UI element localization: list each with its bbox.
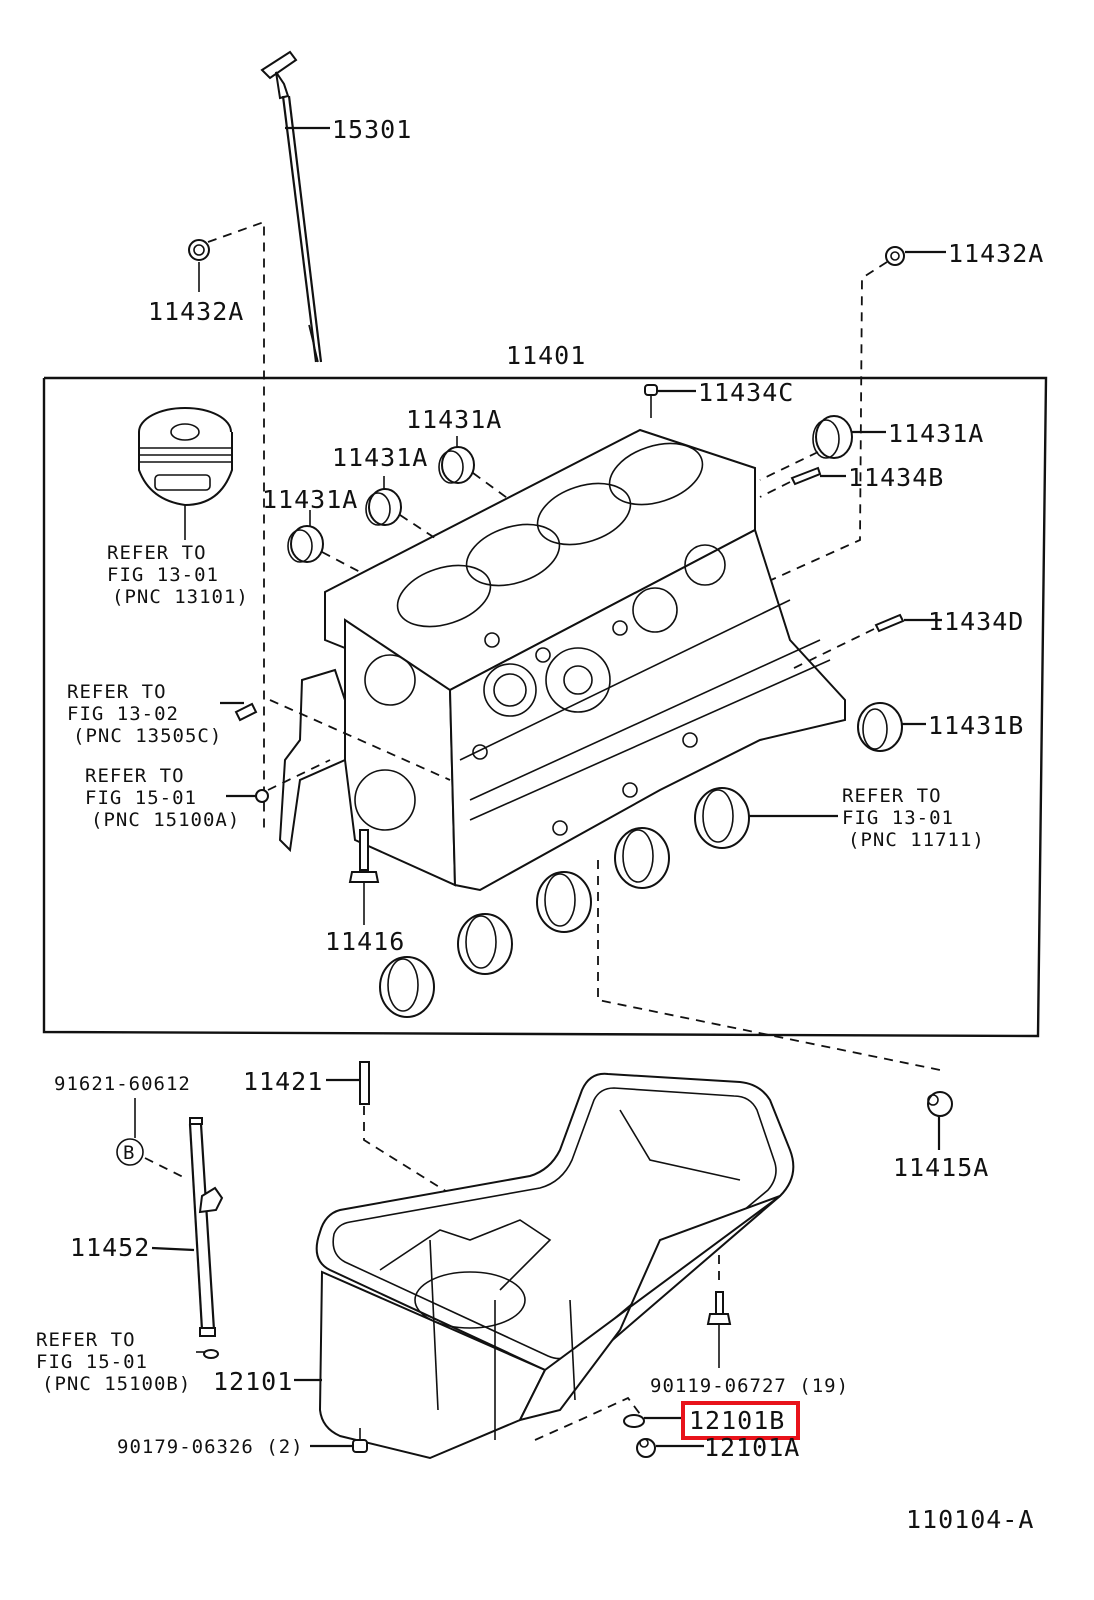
label-11421[interactable]: 11421 — [243, 1067, 323, 1096]
label-11431b[interactable]: 11431B — [928, 711, 1024, 740]
bolt-90119-06727[interactable] — [706, 1291, 732, 1325]
cylinder-block-group-frame — [42, 376, 1048, 1038]
plug-11431a-4[interactable] — [812, 415, 853, 459]
label-11431a-3[interactable]: 11431A — [406, 405, 502, 434]
ref-bearing-line1: REFER TO — [842, 785, 942, 807]
dashed-11431a-3 — [472, 472, 511, 501]
dashed-11431a-1 — [321, 551, 361, 573]
nut-90179-06326[interactable] — [352, 1439, 368, 1453]
dashed-callout-b — [144, 1157, 186, 1179]
dashed-guide-drain — [597, 860, 941, 1071]
label-11431a-4[interactable]: 11431A — [888, 419, 984, 448]
highlight-box-12101b — [681, 1401, 800, 1440]
gasket-12101b[interactable] — [623, 1414, 645, 1428]
oil-pan-12101[interactable] — [315, 1072, 795, 1460]
label-12101b[interactable]: 12101B — [689, 1406, 785, 1435]
ref-oil-a-line1: REFER TO — [85, 765, 185, 787]
bearing-5 — [694, 787, 750, 849]
ref-oil-b-line2: FIG 15-01 — [36, 1351, 148, 1373]
dashed-11431a-2 — [399, 514, 439, 541]
label-11432a-left[interactable]: 11432A — [148, 297, 244, 326]
label-91621-60612[interactable]: 91621-60612 — [54, 1073, 191, 1095]
plug-11431a-3[interactable] — [438, 446, 475, 484]
dashed-11434b — [759, 481, 791, 498]
ref-pin-line2: FIG 13-02 — [67, 703, 179, 725]
dashed-guide-left — [207, 220, 265, 830]
ref-bearing-line3[interactable]: (PNC 11711) — [848, 829, 985, 851]
label-11431a-1[interactable]: 11431A — [262, 485, 358, 514]
stud-11421[interactable] — [359, 1061, 370, 1105]
bearing-4 — [614, 827, 670, 889]
cylinder-block[interactable] — [278, 428, 846, 892]
callout-b[interactable]: B — [116, 1138, 144, 1166]
label-11431a-2[interactable]: 11431A — [332, 443, 428, 472]
plug-11431a-2[interactable] — [365, 488, 402, 526]
bearing-3 — [536, 871, 592, 933]
pin-11434d[interactable] — [874, 613, 905, 633]
label-11416[interactable]: 11416 — [325, 927, 405, 956]
label-90119-06727[interactable]: 90119-06727 (19) — [650, 1375, 849, 1397]
drain-plug-11415a[interactable] — [927, 1091, 953, 1117]
dashed-11421 — [363, 1106, 541, 1251]
label-12101a[interactable]: 12101A — [704, 1433, 800, 1462]
figure-id: 110104-A — [906, 1505, 1034, 1534]
ref-bearing-line2: FIG 13-01 — [842, 807, 954, 829]
oil-level-gauge-guide-11452[interactable] — [188, 1117, 224, 1337]
dipstick-part[interactable] — [260, 50, 323, 363]
ref-pin-line1: REFER TO — [67, 681, 167, 703]
plug-11431a-1[interactable] — [287, 525, 324, 563]
dashed-12101b — [534, 1396, 641, 1441]
dashed-11431a-4 — [759, 451, 819, 481]
ref-piston-line3[interactable]: (PNC 13101) — [112, 586, 249, 608]
ref-pin-line3[interactable]: (PNC 13505C) — [73, 725, 222, 747]
ref-piston-line2: FIG 13-01 — [107, 564, 219, 586]
ref-oil-a-line3[interactable]: (PNC 15100A) — [91, 809, 240, 831]
label-11434c[interactable]: 11434C — [698, 378, 794, 407]
bearing-set[interactable] — [379, 787, 750, 1018]
dashed-guide-right — [759, 261, 888, 586]
pin-ref-13505c[interactable] — [234, 702, 258, 722]
plug-11432a-right[interactable] — [885, 246, 905, 266]
drain-plug-12101a[interactable] — [636, 1438, 656, 1458]
ref-oil-b-line3[interactable]: (PNC 15100B) — [42, 1373, 191, 1395]
bearing-1 — [379, 956, 435, 1018]
label-15301[interactable]: 15301 — [332, 115, 412, 144]
ref-oil-a-line2: FIG 15-01 — [85, 787, 197, 809]
ref-oil-b-line1: REFER TO — [36, 1329, 136, 1351]
label-11434b[interactable]: 11434B — [848, 463, 944, 492]
label-11452[interactable]: 11452 — [70, 1233, 150, 1262]
pin-11434b[interactable] — [790, 466, 822, 486]
leader-11452 — [151, 1246, 195, 1252]
dashed-guide-oil — [267, 759, 331, 791]
o-ring-ref-15100b[interactable] — [203, 1349, 219, 1359]
label-11434d[interactable]: 11434D — [928, 607, 1024, 636]
callout-b-text: B — [123, 1142, 135, 1164]
label-90179-06326[interactable]: 90179-06326 (2) — [117, 1436, 304, 1458]
label-11432a-right[interactable]: 11432A — [948, 239, 1044, 268]
union-ref-15100a[interactable] — [255, 789, 269, 803]
label-11415a[interactable]: 11415A — [893, 1153, 989, 1182]
bearing-2 — [457, 913, 513, 975]
dashed-guide-pin — [269, 699, 451, 781]
plug-11432a-left[interactable] — [188, 239, 210, 261]
hole-plug-11434c[interactable] — [644, 384, 658, 396]
stud-bolt-11416[interactable] — [348, 829, 380, 883]
label-12101[interactable]: 12101 — [213, 1367, 293, 1396]
seal-11431b[interactable] — [857, 702, 903, 752]
group-label-11401[interactable]: 11401 — [506, 341, 586, 370]
piston-illustration[interactable] — [138, 407, 233, 507]
ref-piston-line1: REFER TO — [107, 542, 207, 564]
